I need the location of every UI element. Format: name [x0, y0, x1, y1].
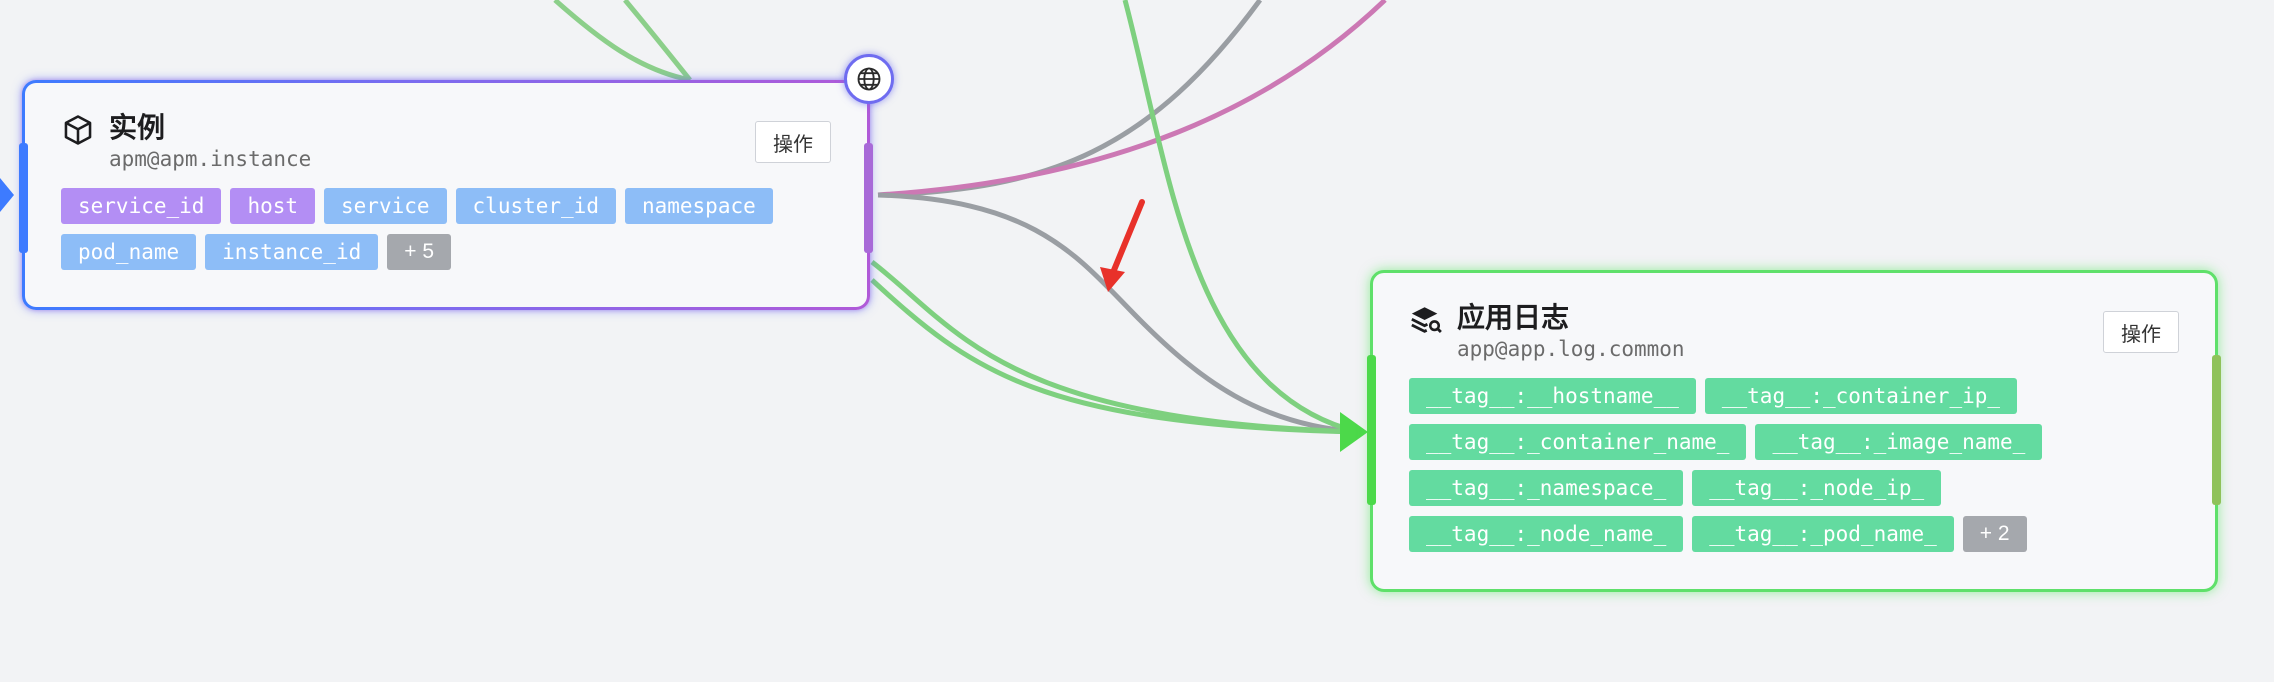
applog-tag[interactable]: __tag__:_node_name_: [1409, 516, 1684, 552]
applog-action-button[interactable]: 操作: [2103, 311, 2179, 353]
instance-title: 实例: [109, 112, 166, 143]
instance-tag[interactable]: host: [230, 188, 316, 224]
instance-tag[interactable]: instance_id: [205, 234, 379, 270]
applog-right-handle[interactable]: [2212, 355, 2221, 505]
applog-subtitle: app@app.log.common: [1457, 337, 1685, 361]
applog-left-handle[interactable]: [1367, 355, 1376, 505]
instance-more-tags[interactable]: + 5: [387, 234, 452, 270]
applog-tag[interactable]: __tag__:_container_name_: [1409, 424, 1747, 460]
applog-tag[interactable]: __tag__:_namespace_: [1409, 470, 1684, 506]
edge-top-left-1[interactable]: [553, 0, 691, 83]
annotation-arrow: [1109, 199, 1145, 278]
applog-title: 应用日志: [1457, 302, 1570, 333]
instance-tag[interactable]: namespace: [624, 188, 773, 224]
instance-action-button[interactable]: 操作: [755, 121, 831, 163]
instance-tag[interactable]: service_id: [61, 188, 222, 224]
applog-tag[interactable]: __tag__:_pod_name_: [1692, 516, 1954, 552]
instance-subtitle: apm@apm.instance: [109, 147, 312, 171]
edge-top-left-2[interactable]: [623, 0, 692, 82]
instance-tag[interactable]: pod_name: [61, 234, 197, 270]
edge-instance-pink-up[interactable]: [877, 0, 1387, 198]
applog-tag[interactable]: __tag__:_node_ip_: [1692, 470, 1942, 506]
instance-left-handle[interactable]: [19, 143, 28, 253]
edge-instance-gray-down[interactable]: [877, 192, 1359, 435]
log-layers-search-icon: [1411, 307, 1442, 334]
edge-instance-green-down-2[interactable]: [870, 278, 1359, 435]
applog-tag[interactable]: __tag__:_image_name_: [1755, 424, 2043, 460]
instance-input-arrow: [0, 178, 14, 212]
applog-more-tags[interactable]: + 2: [1962, 516, 2027, 552]
applog-tag-list: __tag__:__hostname____tag__:_container_i…: [1409, 378, 2179, 552]
applog-tag[interactable]: __tag__:_container_ip_: [1704, 378, 2018, 414]
edge-arrowhead: [1340, 412, 1368, 452]
applog-node[interactable]: 应用日志 app@app.log.common 操作 __tag__:__hos…: [1367, 270, 2221, 592]
globe-icon: [857, 67, 881, 91]
edge-top-green-down[interactable]: [1122, 0, 1359, 435]
annotation-arrowhead: [1100, 267, 1125, 292]
instance-right-handle[interactable]: [864, 143, 873, 253]
cube-icon: [64, 115, 92, 145]
globe-badge-button[interactable]: [844, 54, 894, 104]
instance-tag[interactable]: cluster_id: [455, 188, 616, 224]
instance-tag[interactable]: service: [324, 188, 447, 224]
applog-tag[interactable]: __tag__:__hostname__: [1409, 378, 1696, 414]
edge-instance-green-down-1[interactable]: [870, 260, 1359, 435]
